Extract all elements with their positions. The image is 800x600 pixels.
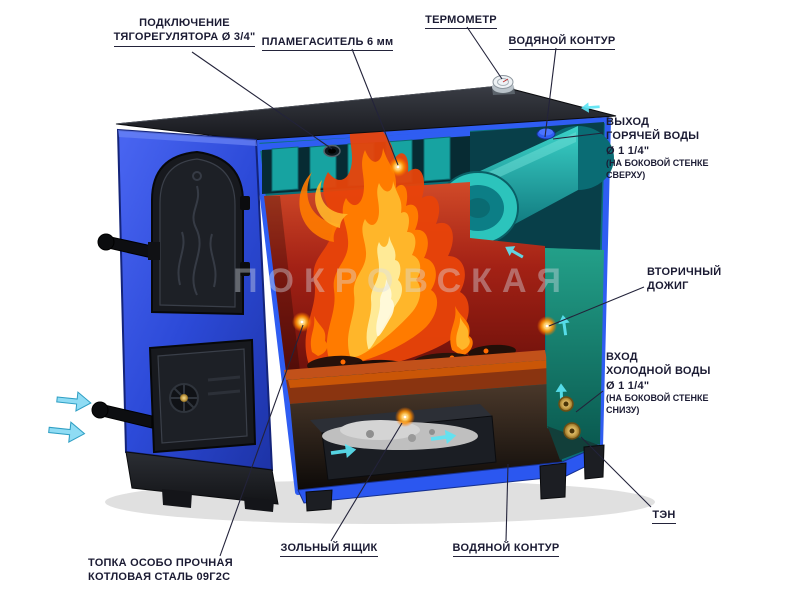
leader-draft-regulator [191, 51, 333, 150]
upper-door [151, 150, 250, 316]
callout-line: ДОЖИГ [647, 280, 689, 293]
lower-door [148, 338, 257, 454]
callout-note: (НА БОКОВОЙ СТЕНКЕ [606, 157, 709, 168]
callout-line: ТОПКА ОСОБО ПРОЧНАЯ [88, 557, 233, 569]
leader-flame-arrester [351, 48, 399, 166]
marker-firebox [292, 312, 312, 332]
callout-ash-box: ЗОЛЬНЫЙ ЯЩИК [277, 541, 381, 558]
callout-line: ВЫХОД [606, 116, 650, 128]
ash-chamber [290, 384, 562, 490]
watermark: ПОКРОВСКАЯ [233, 262, 571, 300]
leader-lines [191, 26, 652, 557]
leader-water-circuit-top [544, 47, 557, 138]
leader-ash-box [330, 422, 403, 542]
brass-fittings [558, 396, 581, 440]
leader-firebox [219, 324, 304, 557]
callout-line: ВХОД [606, 351, 638, 363]
lower-door-handle [91, 401, 153, 429]
callout-line: Ø 1 1/4" [606, 379, 650, 392]
callout-secondary-afterburn: ВТОРИЧНЫЙ ДОЖИГ [647, 265, 757, 294]
thermometer-gauge [492, 75, 515, 95]
callout-draft-regulator: ПОДКЛЮЧЕНИЕ ТЯГОРЕГУЛЯТОРА Ø 3/4" [92, 16, 277, 47]
water-wall [545, 248, 604, 460]
callout-water-circuit-top: ВОДЯНОЙ КОНТУР [503, 34, 621, 51]
callout-line: ВТОРИЧНЫЙ [647, 266, 722, 278]
callout-line: ВОДЯНОЙ КОНТУР [508, 34, 616, 51]
air-intake-arrows [48, 391, 92, 443]
callout-hot-water-outlet: ВЫХОД ГОРЯЧЕЙ ВОДЫ Ø 1 1/4" (НА БОКОВОЙ … [606, 115, 746, 181]
draft-regulator-port [323, 144, 341, 158]
flame [299, 116, 516, 379]
marker-secondary-burn [537, 316, 557, 336]
leader-secondary-burn [548, 286, 645, 327]
marker-dots [292, 157, 557, 427]
base-legs [297, 444, 605, 512]
callout-note: СВЕРХУ) [606, 169, 646, 180]
leader-cold-water [575, 390, 604, 413]
leader-hot-water [552, 132, 604, 140]
callout-line: ТЭН [652, 508, 676, 525]
callout-line: ГОРЯЧЕЙ ВОДЫ [606, 130, 700, 143]
callout-water-circuit-bottom: ВОДЯНОЙ КОНТУР [447, 541, 565, 558]
callout-note: (НА БОКОВОЙ СТЕНКЕ [606, 392, 709, 403]
callout-line: Ø 1 1/4" [606, 144, 650, 157]
callout-thermometer: ТЕРМОМЕТР [405, 13, 517, 30]
marker-flame-arrester [388, 157, 408, 177]
callout-note: СНИЗУ) [606, 404, 640, 415]
leader-thermometer [466, 26, 503, 80]
callout-cold-water-inlet: ВХОД ХОЛОДНОЙ ВОДЫ Ø 1 1/4" (НА БОКОВОЙ … [606, 350, 746, 416]
callout-line: ТЯГОРЕГУЛЯТОРА Ø 3/4" [113, 30, 256, 47]
grate-plate [284, 350, 549, 404]
callout-line: ЗОЛЬНЫЙ ЯЩИК [280, 541, 378, 558]
upper-door-handle [97, 233, 160, 260]
front-panel [91, 128, 279, 512]
callout-firebox: ТОПКА ОСОБО ПРОЧНАЯ КОТЛОВАЯ СТАЛЬ 09Г2С [88, 556, 256, 585]
flow-arrows [330, 102, 600, 459]
callout-line: КОТЛОВАЯ СТАЛЬ 09Г2С [88, 571, 231, 584]
callout-line: ПОДКЛЮЧЕНИЕ [139, 17, 230, 29]
callout-heating-element: ТЭН [640, 508, 688, 525]
callout-flame-arrester: ПЛАМЕГАСИТЕЛЬ 6 мм [255, 35, 400, 52]
callout-line: ВОДЯНОЙ КОНТУР [452, 541, 560, 558]
marker-ash-box [395, 407, 415, 427]
leader-water-circuit-bottom [505, 463, 509, 542]
callout-line: ПЛАМЕГАСИТЕЛЬ 6 мм [261, 35, 394, 52]
callout-line: ТЕРМОМЕТР [425, 13, 497, 30]
callout-line: ХОЛОДНОЙ ВОДЫ [606, 365, 711, 378]
leader-ten [580, 436, 652, 508]
